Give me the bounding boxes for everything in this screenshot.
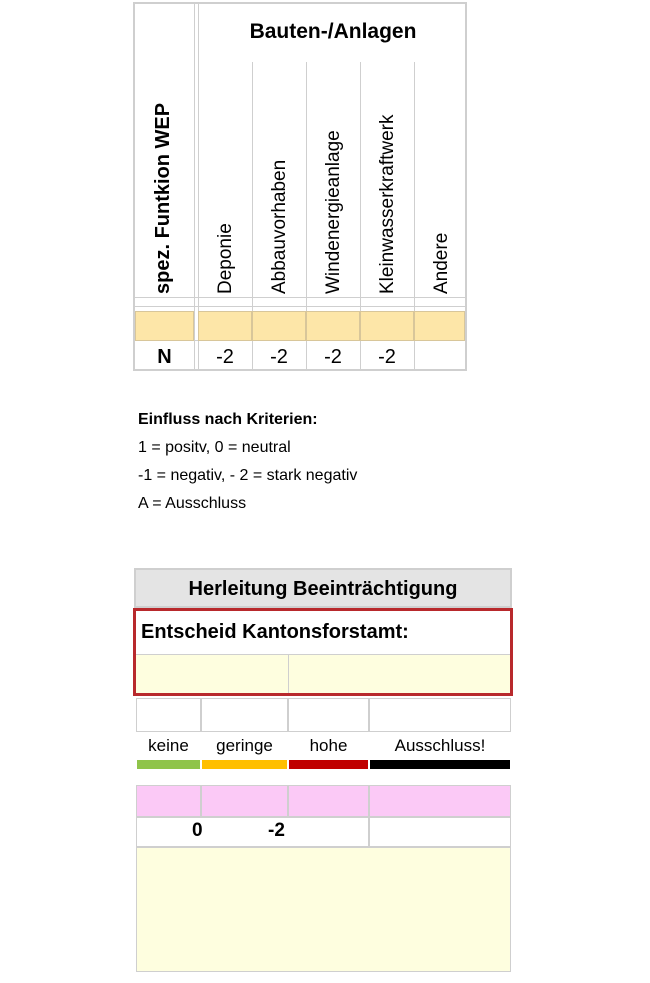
divider [198, 4, 199, 369]
criteria-table: Bauten-/Anlagen spez. Funtkion WEP Depon… [133, 2, 467, 371]
input-cell[interactable] [306, 311, 360, 341]
section-title: Herleitung Beeinträchtigung [134, 568, 512, 608]
notes-area[interactable] [136, 847, 511, 972]
input-cell[interactable] [369, 785, 511, 817]
divider [414, 62, 415, 369]
divider [135, 297, 465, 298]
value-cell: -2 [324, 346, 342, 368]
score-cell [136, 817, 369, 847]
divider [306, 62, 307, 369]
input-cell[interactable] [201, 785, 288, 817]
input-cell[interactable] [135, 311, 194, 341]
legend-heading: Einfluss nach Kriterien: [138, 411, 318, 428]
divider [252, 62, 253, 369]
value-cell: -2 [216, 346, 234, 368]
input-cell[interactable] [414, 311, 465, 341]
value-cell: -2 [270, 346, 288, 368]
empty-cell [136, 698, 201, 732]
divider [135, 306, 465, 307]
level-bar-geringe [202, 760, 287, 769]
level-bar-hohe [289, 760, 368, 769]
column-header-windenergieanlage: Windenergieanlage [323, 130, 344, 294]
divider [288, 654, 289, 693]
decision-input-row [136, 654, 510, 693]
level-label-ausschluss: Ausschluss! [394, 736, 486, 755]
column-header-abbauvorhaben: Abbauvorhaben [269, 159, 290, 294]
empty-cell [201, 698, 288, 732]
empty-cell [288, 698, 369, 732]
input-cell[interactable] [136, 785, 201, 817]
column-header-andere: Andere [431, 232, 452, 294]
divider [194, 4, 195, 369]
level-bar-ausschluss [370, 760, 510, 769]
value-cell: -2 [378, 346, 396, 368]
decision-box: Entscheid Kantonsforstamt: [133, 608, 513, 696]
input-cell[interactable] [198, 311, 252, 341]
divider [360, 62, 361, 369]
level-bar-keine [137, 760, 200, 769]
input-cell[interactable] [252, 311, 306, 341]
legend-line: -1 = negativ, - 2 = stark negativ [138, 467, 358, 484]
empty-cell [369, 698, 511, 732]
value-cell [414, 343, 465, 371]
legend-line: A = Ausschluss [138, 495, 247, 512]
score-cell [369, 817, 511, 847]
level-label-geringe: geringe [216, 736, 273, 755]
input-cell[interactable] [360, 311, 414, 341]
column-header-deponie: Deponie [215, 223, 236, 294]
column-header-kleinwasserkraftwerk: Kleinwasserkraftwerk [377, 114, 398, 295]
score-geringe: -2 [268, 820, 285, 841]
level-label-hohe: hohe [309, 736, 348, 755]
row-header: spez. Funtkion WEP [152, 102, 174, 294]
legend-line: 1 = positv, 0 = neutral [138, 439, 291, 456]
decision-label: Entscheid Kantonsforstamt: [141, 621, 409, 643]
row-label: N [157, 346, 172, 368]
level-label-keine: keine [148, 736, 189, 755]
table-title: Bauten-/Anlagen [249, 20, 417, 43]
input-cell[interactable] [288, 785, 369, 817]
score-keine: 0 [192, 820, 203, 841]
